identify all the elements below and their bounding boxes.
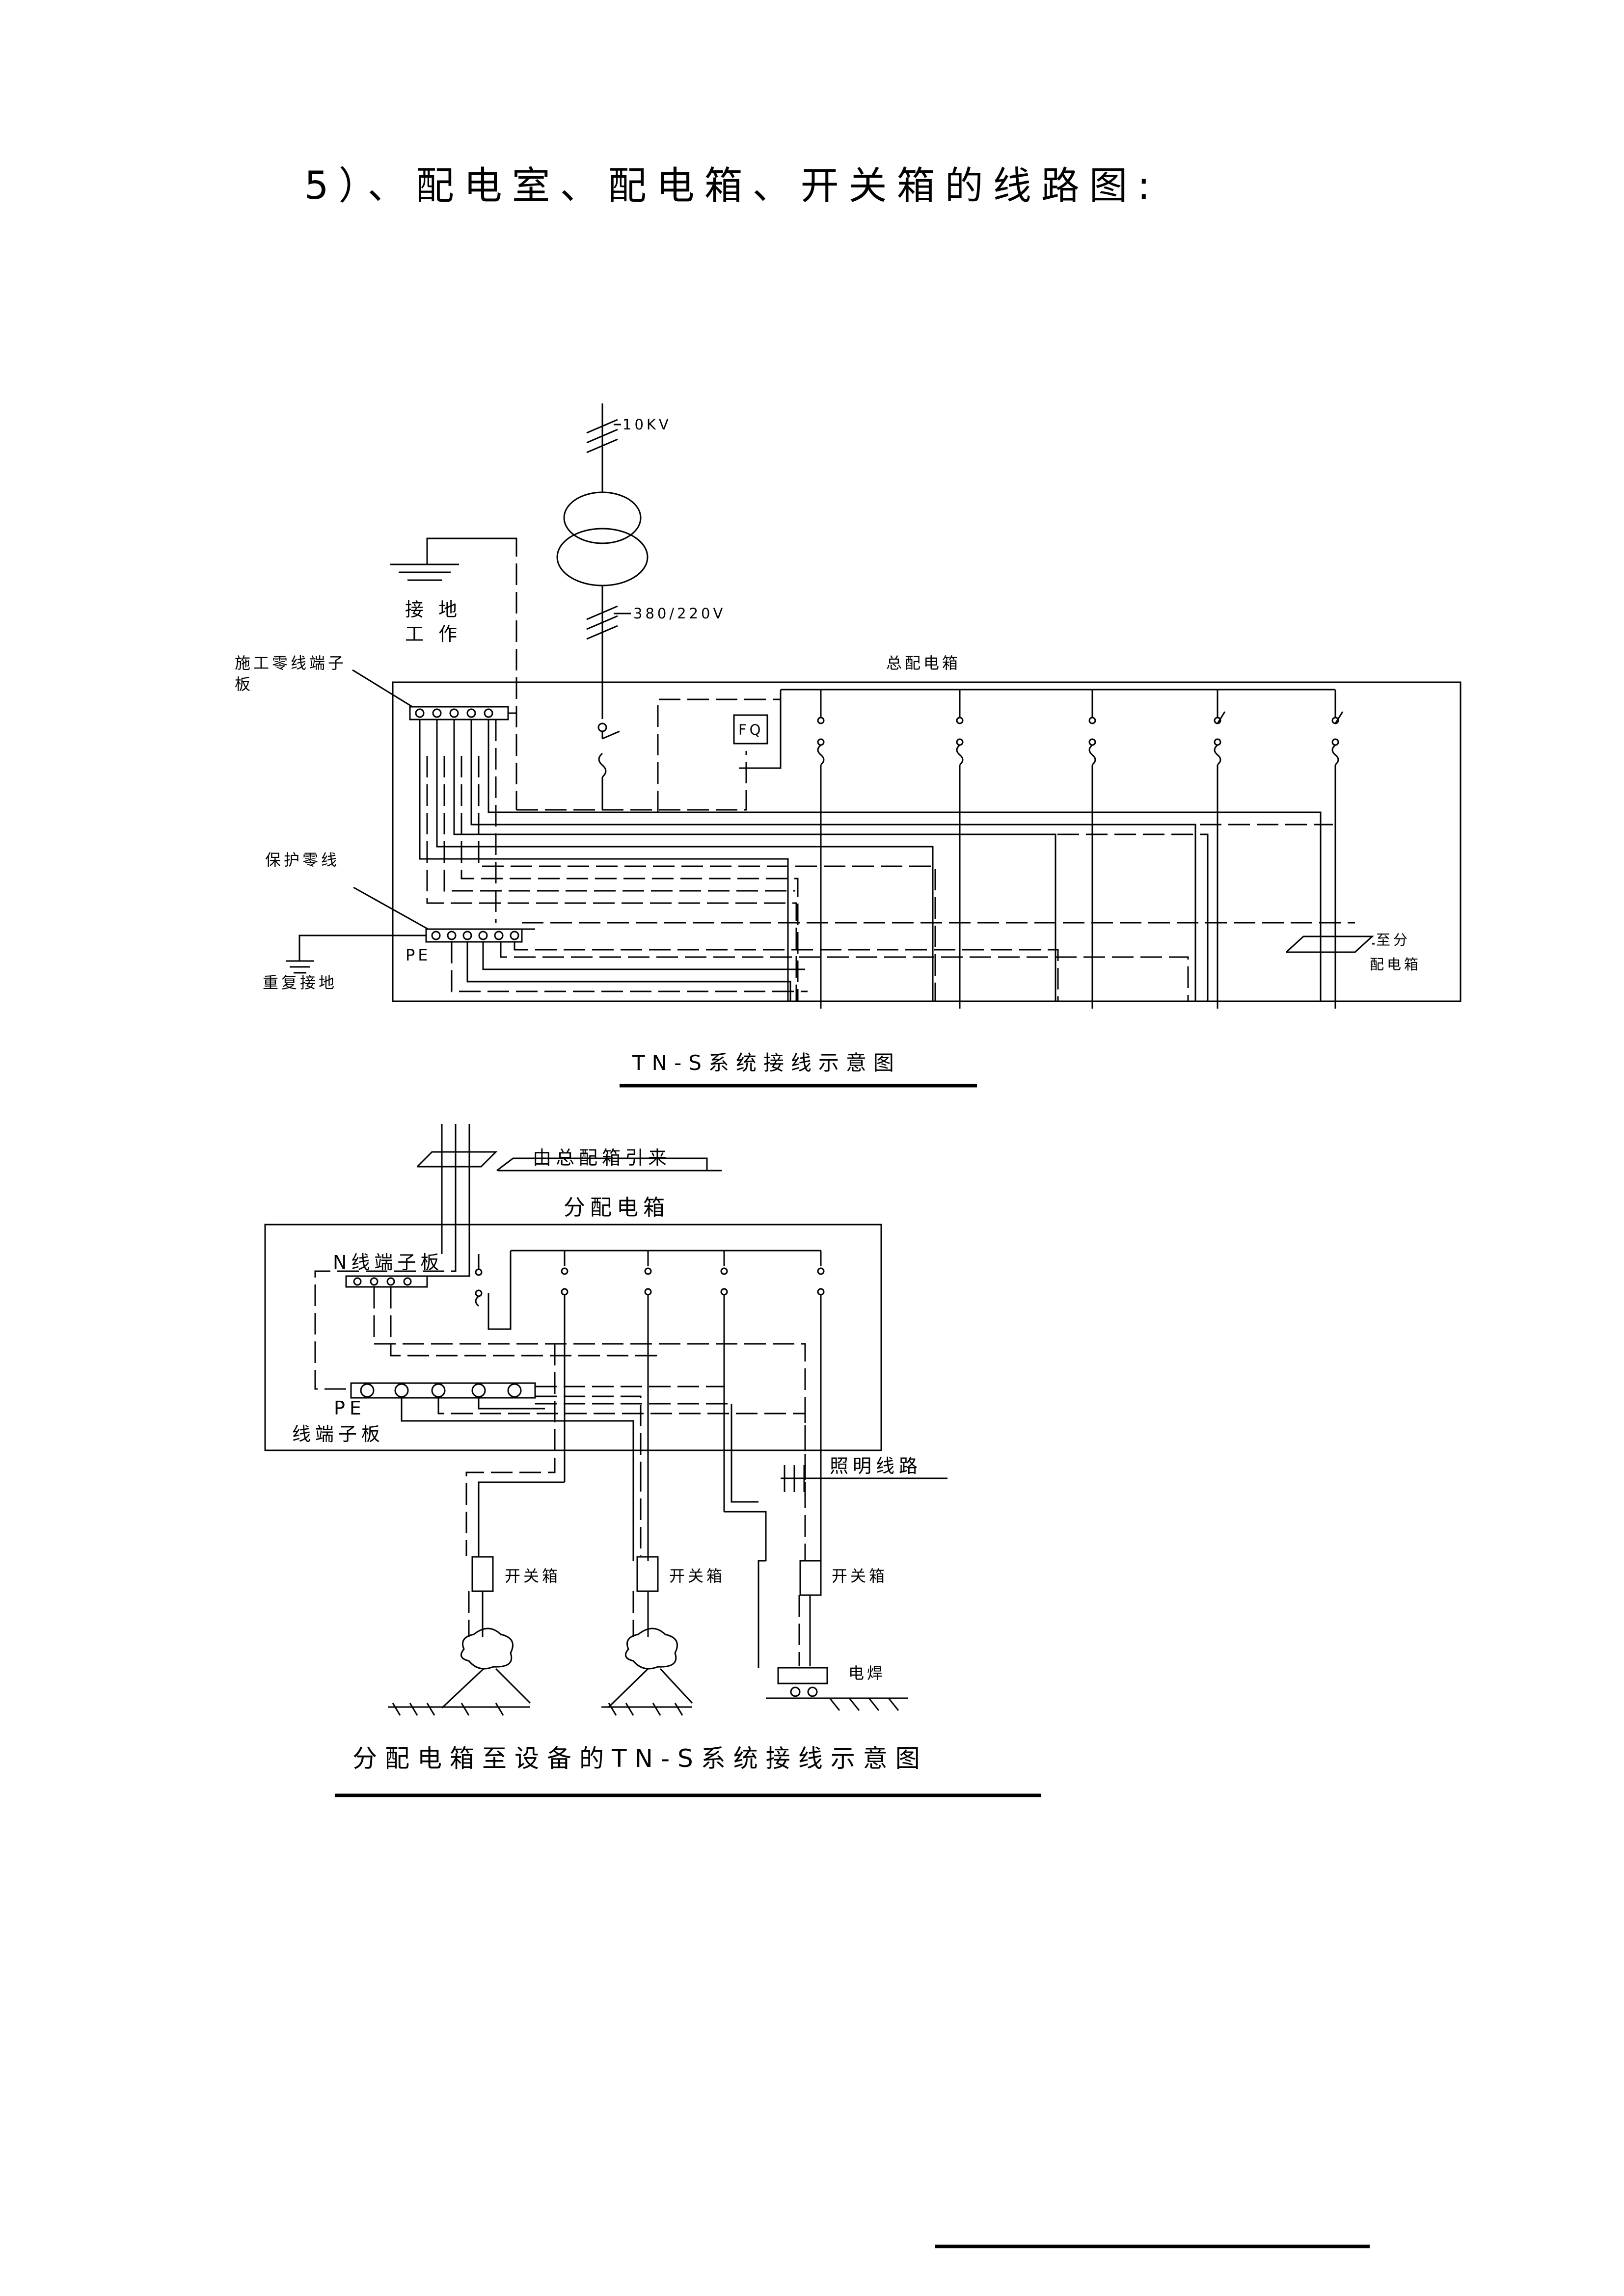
sub-box-internal-wiring: [314, 1254, 806, 1502]
sub-switch-1: [475, 1254, 483, 1307]
pe-label: PE: [406, 946, 431, 964]
incoming-lines: [416, 1124, 722, 1254]
page-heading: 5）、配电室、配电箱、开关箱的线路图:: [304, 164, 1160, 208]
sub-switch-4: [720, 1251, 728, 1512]
switch-box-2-branch: [601, 1470, 693, 1716]
hv-voltage-label: 10KV: [623, 416, 672, 433]
pe-terminal-label: 线端子板: [292, 1423, 384, 1445]
lighting-line-label: 照明线路: [830, 1455, 922, 1477]
motor-1: [460, 1628, 514, 1670]
welder-symbol: [777, 1667, 828, 1684]
to-sub-box-label-2: 配电箱: [1370, 956, 1421, 973]
protective-neutral-label: 保护零线: [265, 851, 340, 869]
n-terminal-board: [345, 1275, 428, 1288]
lv-line-tick-marks: [586, 605, 618, 640]
to-sub-box-marker: [1285, 935, 1375, 953]
branch-circuit-3: [1088, 690, 1096, 1009]
branch-circuit-2: [956, 690, 964, 1009]
hv-line-tick-marks: [586, 419, 618, 454]
repeat-ground-label: 重复接地: [263, 973, 337, 992]
repeat-ground-symbol: [286, 934, 426, 974]
motor-2: [624, 1628, 678, 1670]
pe-terminal-board: [425, 928, 523, 943]
diagram1-caption: TN-S系统接线示意图: [632, 1051, 901, 1075]
switch-box-1-label: 开关箱: [505, 1567, 561, 1585]
switch-box-1: [471, 1556, 494, 1592]
working-ground-label-2: 工 作: [405, 623, 461, 645]
neutral-terminal-label-2: 板: [235, 675, 253, 694]
pe-to-devices-lines: [401, 1398, 806, 1561]
main-box-label: 总配电箱: [886, 654, 961, 672]
welder-label: 电焊: [848, 1664, 886, 1682]
pe2-label: PE: [334, 1397, 366, 1419]
sub-switch-3: [644, 1251, 652, 1561]
branch-circuit-4: [1214, 690, 1226, 1009]
diagram2-caption: 分配电箱至设备的TN-S系统接线示意图: [352, 1744, 928, 1773]
neutral-distribution-lines: [419, 720, 1322, 1001]
fq-label: FQ: [738, 721, 764, 738]
switch-box-3-label: 开关箱: [832, 1567, 888, 1585]
switch-box-3-branch: [724, 1404, 908, 1711]
sub-switch-5: [817, 1251, 825, 1561]
tns-system-diagram: 10KV 380/220V 接 地 工 作 总配电箱: [235, 403, 1462, 1088]
sub-box-system-diagram: 由总配箱引来 分配电箱: [264, 1124, 1041, 1797]
sub-distribution-box: [264, 1224, 882, 1451]
switch-box-2-label: 开关箱: [669, 1567, 725, 1585]
main-isolating-switch: [597, 722, 620, 790]
branch-circuit-1: [817, 690, 825, 1009]
pe-distribution-lines: [451, 922, 1355, 1001]
sub-switch-2: [561, 1251, 568, 1482]
from-main-box-label: 由总配箱引来: [533, 1147, 671, 1169]
switch-box-2: [636, 1556, 659, 1592]
transformer-symbol: [556, 491, 649, 587]
sub-box-label: 分配电箱: [564, 1195, 670, 1220]
lighting-line: [781, 1465, 947, 1492]
working-ground-symbol: [390, 537, 513, 581]
neutral-terminal-board: [409, 706, 509, 721]
main-distribution-box: [392, 681, 1462, 1002]
working-ground-label-1: 接 地: [405, 599, 461, 620]
protective-earth-lines: [426, 712, 1333, 1001]
branch-circuit-5: [1331, 690, 1344, 1009]
switch-box-1-branch: [388, 1344, 565, 1716]
switch-box-3: [799, 1560, 822, 1596]
lv-voltage-label: 380/220V: [633, 605, 726, 622]
n-terminal-label: N线端子板: [333, 1252, 443, 1273]
pe-terminal-board-2: [350, 1382, 536, 1399]
fq-device: [733, 714, 768, 745]
neutral-terminal-label-1: 施工零线端子: [235, 654, 347, 672]
to-sub-box-label-1: 至分: [1376, 932, 1410, 948]
